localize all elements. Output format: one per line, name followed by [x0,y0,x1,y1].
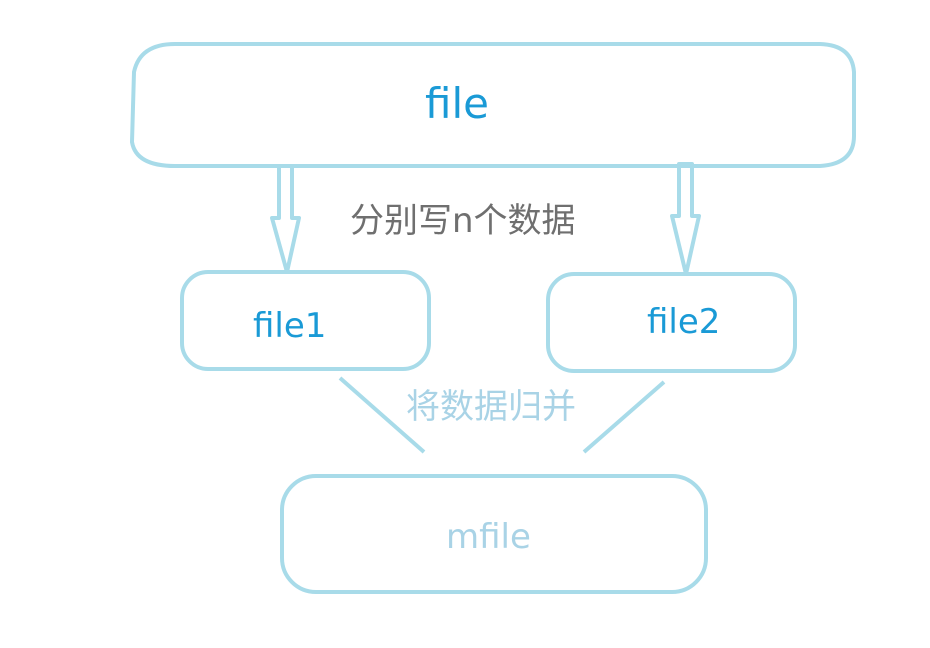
node-file[interactable]: file [130,42,856,168]
node-file2-label: file2 [647,302,720,342]
node-file1[interactable]: file1 [180,270,431,371]
node-mfile-shape [280,474,708,594]
node-file1-label: file1 [253,306,326,346]
merge-line-right [582,380,666,454]
node-file-shape [130,42,856,168]
arrow-to-file1 [270,164,301,274]
node-mfile[interactable]: mfile [280,474,708,594]
node-file2[interactable]: file2 [546,272,797,373]
node-file-label: file [425,79,489,128]
split-edge-label: 分别写n个数据 [350,201,576,241]
node-file1-shape [180,270,431,371]
arrow-to-file2 [670,162,701,276]
arrow-to-file1-shape [270,164,301,274]
node-file2-shape [546,272,797,373]
merge-edge-label: 将数据归并 [406,387,576,427]
arrow-to-file2-shape [670,162,701,276]
node-mfile-label: mfile [446,517,531,557]
merge-line-left [338,376,426,454]
